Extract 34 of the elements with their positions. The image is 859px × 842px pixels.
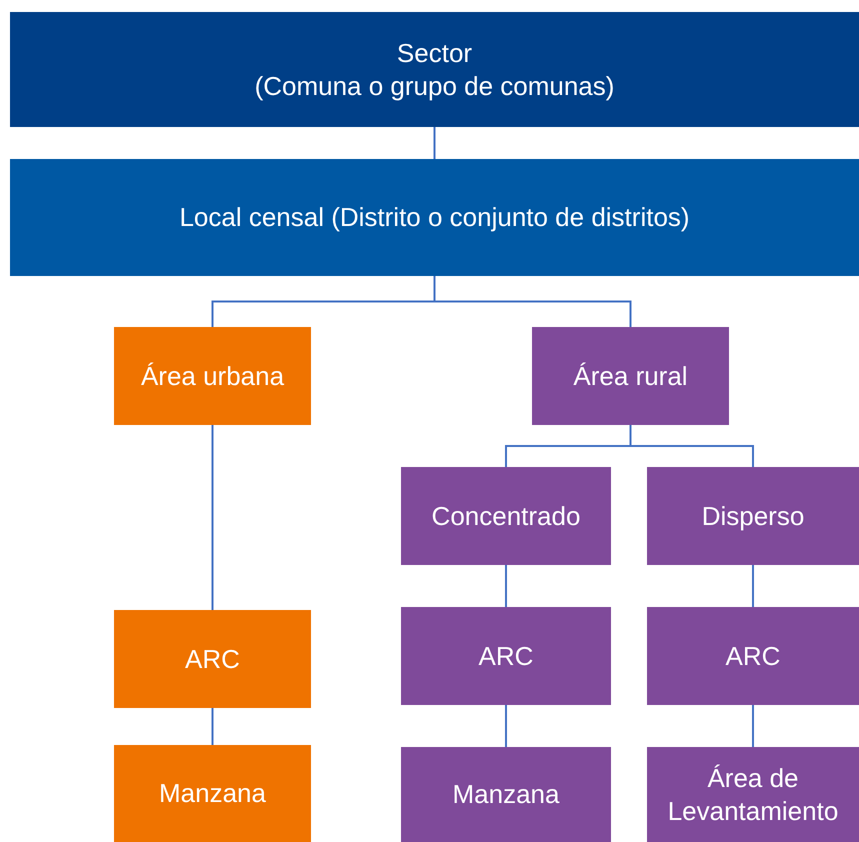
- hierarchy-box: [114, 327, 311, 425]
- connector-line: [505, 565, 507, 607]
- hierarchy-box: [401, 467, 611, 565]
- hierarchy-box: [401, 607, 611, 705]
- connector-line: [752, 705, 754, 747]
- box-label: Local censal (Distrito o conjunto de distritos): [179, 201, 690, 234]
- hierarchy-box: [114, 610, 311, 708]
- box-label: Área rural: [573, 360, 688, 392]
- hierarchy-box: [10, 159, 859, 276]
- connector-line: [212, 708, 214, 745]
- hierarchy-box: [401, 747, 611, 842]
- connector-line: [212, 425, 214, 610]
- box-label: ARC: [185, 642, 240, 676]
- box-label: Manzana: [452, 778, 560, 811]
- hierarchy-box: [647, 467, 859, 565]
- hierarchy-box: [532, 327, 729, 425]
- connector-line: [752, 565, 754, 607]
- hierarchy-box: [10, 12, 859, 127]
- hierarchy-box: [114, 745, 311, 842]
- box-label: ARC: [726, 640, 780, 672]
- connector-line: [630, 425, 754, 467]
- box-label: Manzana: [159, 777, 266, 810]
- box-label: Área urbana: [140, 360, 284, 392]
- connector-line: [505, 705, 507, 747]
- box-label: (Comuna o grupo de comunas): [254, 70, 614, 102]
- connector-line: [434, 127, 436, 159]
- box-label: Área de Levantamiento: [666, 762, 840, 827]
- box-label: Disperso: [702, 500, 804, 532]
- connector-line: [434, 276, 632, 327]
- hierarchy-box: [647, 607, 859, 705]
- hierarchy-box: [647, 747, 859, 842]
- box-label: Sector: [396, 37, 472, 70]
- box-label: Concentrado: [432, 500, 580, 532]
- box-label: ARC: [478, 640, 534, 672]
